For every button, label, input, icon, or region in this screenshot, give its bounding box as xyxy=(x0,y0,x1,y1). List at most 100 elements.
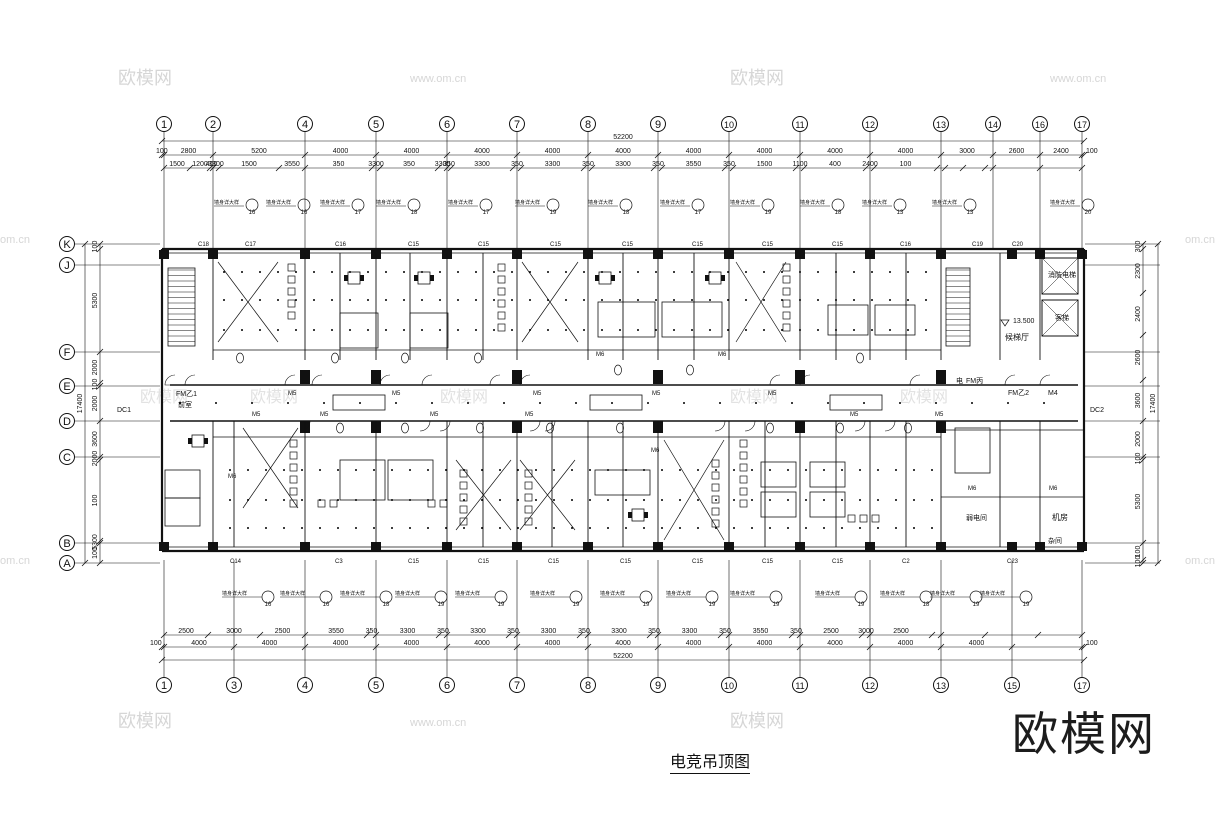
grid-bottom-12-bubble xyxy=(862,677,878,693)
chair xyxy=(847,514,856,523)
chair xyxy=(289,475,298,484)
detail-callout-circle xyxy=(854,590,868,604)
light-dot xyxy=(517,469,519,471)
chair xyxy=(524,469,533,478)
detail-callout-ref: 17 xyxy=(695,210,702,216)
grid-bottom-4-bubble xyxy=(297,677,313,693)
dim-top-2-value: 350 xyxy=(443,161,455,168)
light-dot xyxy=(835,329,837,331)
light-dot xyxy=(673,271,675,273)
light-dot xyxy=(409,499,411,501)
dim-top-2-tick xyxy=(862,164,870,172)
chair xyxy=(782,311,791,320)
light-dot xyxy=(925,329,927,331)
detail-callout-circle xyxy=(761,198,775,212)
chair xyxy=(497,263,506,272)
light-dot xyxy=(863,402,865,404)
column-post xyxy=(1007,542,1017,551)
light-dot xyxy=(475,299,477,301)
light-dot xyxy=(899,402,901,404)
door-swing xyxy=(799,374,811,386)
dim-bottom-1-tick xyxy=(981,631,989,639)
detail-callout-ref: 18 xyxy=(411,210,418,216)
grid-top-17-bubble xyxy=(1074,116,1090,132)
ceiling-pattern xyxy=(519,459,576,531)
chair xyxy=(739,499,748,508)
light-dot xyxy=(805,499,807,501)
light-dot xyxy=(871,271,873,273)
dim-top-1-value: 4000 xyxy=(898,148,914,155)
grid-top-8-bubble xyxy=(580,116,596,132)
light-dot xyxy=(697,499,699,501)
table xyxy=(760,461,797,488)
detail-callout-text: 墙身详大样 xyxy=(730,199,755,206)
light-dot xyxy=(859,499,861,501)
dim-top-1-value: 5200 xyxy=(251,148,267,155)
dim-top-2-tick xyxy=(434,164,442,172)
detail-callout-ref: 16 xyxy=(265,602,272,608)
light-dot xyxy=(781,299,783,301)
light-dot xyxy=(535,499,537,501)
grid-bottom-7-label: 7 xyxy=(514,680,520,692)
elevation-marker xyxy=(1000,319,1010,327)
light-dot xyxy=(355,527,357,529)
grid-bottom-5-bubble xyxy=(368,677,384,693)
light-dot xyxy=(539,402,541,404)
light-dot xyxy=(259,271,261,273)
dim-top-2-tick xyxy=(792,164,800,172)
dim-top-1-value: 4000 xyxy=(757,148,773,155)
chair xyxy=(289,487,298,496)
light-dot xyxy=(259,329,261,331)
light-dot xyxy=(619,299,621,301)
light-dot xyxy=(445,499,447,501)
door-swing xyxy=(311,374,323,386)
dim-top-1-value: 3000 xyxy=(959,148,975,155)
light-dot xyxy=(367,299,369,301)
grid-top-13-bubble xyxy=(933,116,949,132)
chair xyxy=(459,505,468,514)
dim-top-1-value: 100 xyxy=(156,148,168,155)
light-dot xyxy=(763,329,765,331)
light-dot xyxy=(925,299,927,301)
dim-left-tick xyxy=(96,456,104,464)
dim-top-1-value: 4000 xyxy=(615,148,631,155)
detail-callout-circle xyxy=(319,590,333,604)
light-dot xyxy=(727,329,729,331)
light-dot xyxy=(661,499,663,501)
door-swing xyxy=(1039,374,1051,386)
light-dot xyxy=(817,329,819,331)
label-window: C15 xyxy=(408,559,420,565)
table xyxy=(387,459,434,501)
tea-table xyxy=(598,271,612,285)
detail-callout-ref: 20 xyxy=(1085,210,1092,216)
column-post xyxy=(653,370,663,384)
light-dot xyxy=(229,527,231,529)
label-window: C17 xyxy=(245,242,257,248)
dim-bottom-1-value: 2500 xyxy=(893,628,909,635)
light-dot xyxy=(625,527,627,529)
dim-top-2-tick xyxy=(959,164,967,172)
dim-left-total-value: 17400 xyxy=(77,394,84,414)
light-dot xyxy=(367,271,369,273)
light-dot xyxy=(301,499,303,501)
grid-row-E-bubble xyxy=(59,378,75,394)
label-m5: M5 xyxy=(935,412,944,418)
light-dot xyxy=(727,271,729,273)
dim-bottom-2-value: 4000 xyxy=(191,640,207,647)
detail-callout-text: 墙身详大样 xyxy=(862,199,887,206)
label-m5: M5 xyxy=(288,391,297,397)
label-m5: M5 xyxy=(252,412,261,418)
light-dot xyxy=(733,469,735,471)
label-m5: M5 xyxy=(430,412,439,418)
light-dot xyxy=(683,402,685,404)
light-dot xyxy=(535,469,537,471)
label-window: C16 xyxy=(900,242,912,248)
grid-bottom-9-bubble xyxy=(650,677,666,693)
light-dot xyxy=(229,499,231,501)
watermark-logo: 欧模网 xyxy=(730,388,778,406)
dim-bottom-2-value: 4000 xyxy=(262,640,278,647)
stair-right xyxy=(945,267,971,347)
detail-callout-ref: 17 xyxy=(355,210,362,216)
label-m5: M5 xyxy=(392,391,401,397)
light-dot xyxy=(673,299,675,301)
